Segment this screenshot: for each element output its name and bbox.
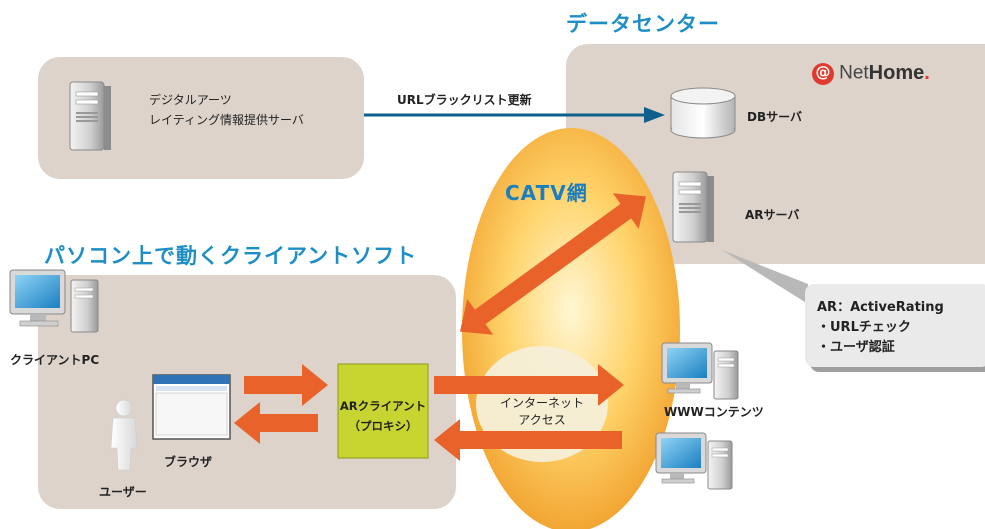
proxy-to-www-arrow bbox=[434, 364, 624, 406]
db-server-label: DBサーバ bbox=[747, 110, 802, 124]
nethome-logo: @ NetHome. bbox=[812, 62, 930, 85]
www-content-pc-bottom-icon bbox=[655, 432, 733, 490]
catv-label: CATV網 bbox=[505, 181, 588, 205]
logo-home: Home bbox=[868, 62, 925, 84]
internet-access-label-1: インターネット bbox=[499, 396, 584, 410]
ar-client-proxy-box bbox=[337, 363, 429, 459]
at-mark: @ bbox=[812, 62, 834, 85]
www-content-pc-top-icon bbox=[661, 342, 739, 400]
callout-line-3: ・ユーザ認証 bbox=[817, 340, 895, 355]
rating-server-label-2: レイティング情報提供サーバ bbox=[149, 113, 304, 127]
ar-server-label: ARサーバ bbox=[745, 208, 800, 222]
active-rating-callout bbox=[722, 250, 985, 372]
rating-server-icon bbox=[69, 81, 111, 151]
data-center-title: データセンター bbox=[566, 12, 720, 36]
www-to-proxy-arrow bbox=[434, 419, 622, 461]
www-contents-label: WWWコンテンツ bbox=[664, 405, 764, 419]
client-to-ar-server-arrow bbox=[459, 193, 647, 335]
proxy-to-browser-arrow bbox=[234, 402, 318, 444]
update-arrow bbox=[364, 107, 665, 123]
callout-line-1: AR：ActiveRating bbox=[817, 300, 944, 315]
client-pc-label: クライアントPC bbox=[10, 353, 100, 367]
user-label: ユーザー bbox=[99, 485, 147, 499]
ar-client-proxy-label: （プロキシ） bbox=[348, 419, 418, 433]
rating-server-label-1: デジタルアーツ bbox=[149, 93, 232, 107]
internet-access-label-2: アクセス bbox=[518, 413, 566, 427]
callout-line-2: ・URLチェック bbox=[817, 320, 911, 335]
ar-client-label: ARクライアント bbox=[339, 399, 427, 413]
client-software-title: パソコン上で動くクライアントソフト bbox=[44, 244, 418, 268]
update-arrow-label: URLブラックリスト更新 bbox=[397, 93, 532, 107]
browser-to-proxy-arrow bbox=[244, 364, 328, 406]
ar-server-icon bbox=[672, 171, 714, 243]
logo-net: Net bbox=[839, 62, 869, 84]
browser-window-icon bbox=[152, 374, 231, 440]
user-figure-icon bbox=[110, 399, 138, 471]
db-server-icon bbox=[670, 87, 736, 139]
logo-dot: . bbox=[924, 62, 930, 84]
browser-label: ブラウザ bbox=[164, 455, 213, 469]
client-pc-icon bbox=[9, 269, 99, 333]
